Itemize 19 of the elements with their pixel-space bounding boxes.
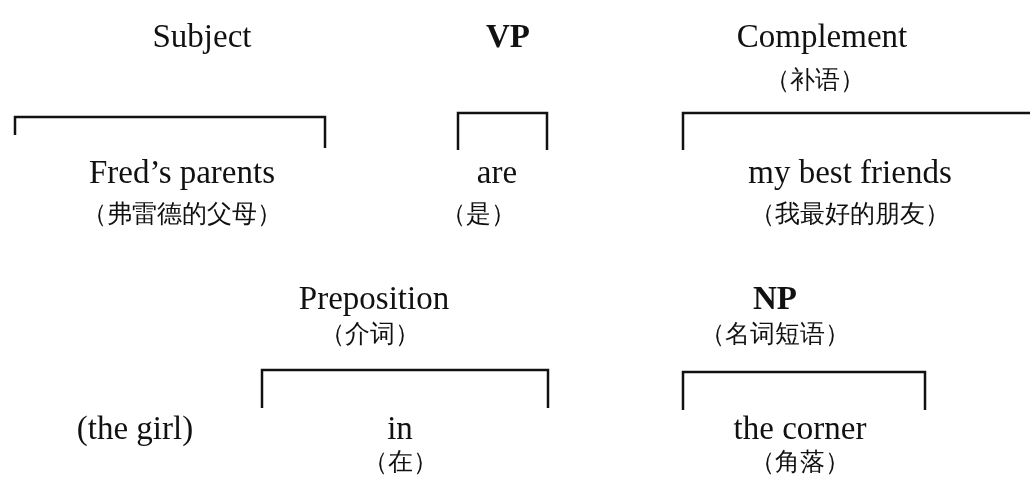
translation-text: （在）: [362, 448, 438, 476]
phrase-label: the corner: [733, 410, 867, 447]
phrase-label: Preposition: [298, 280, 450, 317]
phrase-label: Fred’s parents: [89, 154, 275, 191]
phrase-label: in: [387, 410, 413, 447]
phrase-label: NP: [753, 280, 797, 317]
translation-text: （介词）: [320, 320, 420, 348]
phrase-label: (the girl): [76, 410, 194, 447]
translation-text: （我最好的朋友）: [750, 200, 950, 228]
translation-text: （补语）: [765, 66, 865, 94]
translation-text: （是）: [440, 200, 516, 228]
phrase-label: Subject: [152, 18, 252, 55]
phrase-label: VP: [486, 18, 530, 55]
phrase-label: Complement: [736, 18, 908, 55]
phrase-label: are: [476, 154, 518, 191]
translation-text: （角落）: [750, 448, 850, 476]
translation-text: （弗雷德的父母）: [82, 200, 282, 228]
translation-text: （名词短语）: [700, 320, 850, 348]
phrase-label: my best friends: [748, 154, 952, 191]
